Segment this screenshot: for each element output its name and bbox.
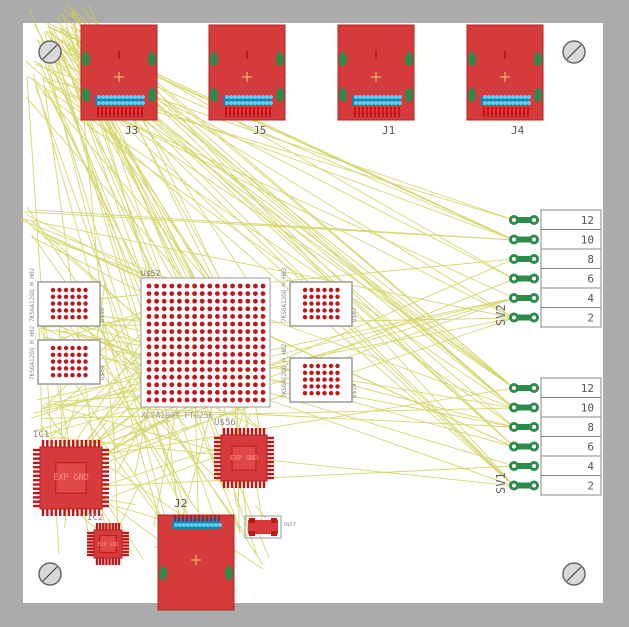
fpga-part-label: XC7A100T_FTG256	[141, 411, 213, 420]
pin-number: 8	[587, 421, 594, 434]
pin-number: 6	[587, 441, 594, 454]
memory-bga-label: 7KSGA12GQ_H_H02	[281, 343, 288, 398]
chip-pad-text: EXP GND	[230, 454, 258, 462]
header-label: SV2	[494, 304, 508, 326]
memory-bga-label: 7KSGA12GQ_H_H02	[29, 267, 36, 322]
memory-bga-ref: U$97	[351, 307, 358, 322]
chip-pad-text: EXP GND	[97, 542, 118, 548]
connector-label: J4	[511, 124, 525, 137]
mounting-hole	[562, 562, 586, 586]
mounting-hole	[38, 562, 62, 586]
pin-number: 2	[587, 480, 594, 493]
connector-label: J3	[125, 124, 138, 137]
connector-j2[interactable]: J2	[157, 497, 235, 611]
chip-ref-label: IC2	[87, 513, 103, 523]
connector-label: J5	[253, 124, 266, 137]
qfp-chip[interactable]: EXP GND U$56	[214, 418, 274, 488]
memory-bga-label: 7KSGA12GQ_H_H02	[29, 325, 36, 380]
pin-header-sv1[interactable]: 12 10 8 6 4 2 SV1	[494, 377, 602, 496]
chip-ref-label: U$56	[214, 418, 236, 428]
pin-number: 8	[587, 253, 594, 266]
pin-number: 10	[581, 234, 594, 247]
pin-number: 12	[581, 214, 594, 227]
fpga-ref-label: U$52	[141, 269, 160, 278]
connector-j4[interactable]: J4	[466, 24, 544, 137]
top-connectors: J3 J5 J1 J4	[80, 24, 544, 137]
qfp-chip[interactable]: EXP GND IC1	[33, 430, 109, 516]
chip-pad-text: EXP GND	[53, 472, 89, 482]
fpga-bga[interactable]: U$52 XC7A100T_FTG256	[140, 269, 271, 420]
connector-j3[interactable]: J3	[80, 24, 158, 137]
mounting-holes	[38, 40, 586, 586]
memory-bga-ref: U$58	[99, 307, 106, 322]
memory-bga-ref: U$19	[351, 383, 358, 398]
pin-number: 2	[587, 312, 594, 325]
connector-j5[interactable]: J5	[208, 24, 286, 137]
connector-j1[interactable]: J1	[337, 24, 415, 137]
pin-number: 12	[581, 382, 594, 395]
qfp-chip[interactable]: EXP GND IC2	[87, 513, 129, 565]
small-part-u57[interactable]: U$57	[244, 515, 296, 539]
pin-number: 4	[587, 460, 594, 473]
pin-number: 4	[587, 292, 594, 305]
pin-number: 10	[581, 402, 594, 415]
header-label: SV1	[494, 472, 508, 494]
chip-ref-label: IC1	[33, 430, 49, 440]
memory-bga-ref: U$54	[99, 365, 106, 380]
connector-label: J2	[174, 497, 187, 510]
connector-label: J1	[382, 124, 395, 137]
mounting-hole	[562, 40, 586, 64]
pin-number: 6	[587, 273, 594, 286]
memory-bga-label: 7KSGA12GQ_H_H03	[281, 267, 288, 322]
mounting-hole	[38, 40, 62, 64]
pin-header-sv2[interactable]: 12 10 8 6 4 2 SV2	[494, 209, 602, 328]
small-part-label: U$57	[284, 522, 296, 528]
